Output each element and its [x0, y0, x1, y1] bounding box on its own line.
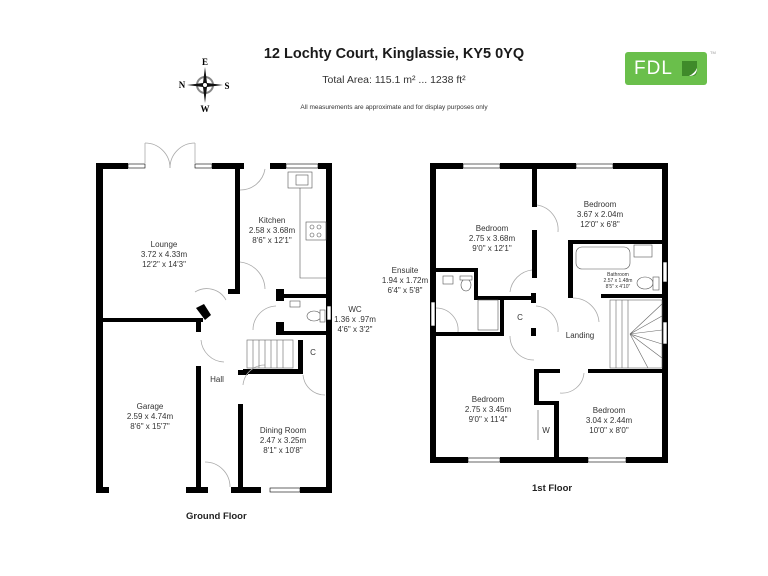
room-cupboard: C	[310, 348, 316, 357]
room-wardrobe: W	[542, 426, 550, 435]
room-bedroom-3: Bedroom 2.75 x 3.45m 9'0" x 11'4"	[464, 395, 512, 424]
room-bedroom-2: Bedroom 3.67 x 2.04m 12'0" x 6'8"	[576, 200, 624, 229]
room-landing: Landing	[565, 331, 595, 340]
compass-e: E	[202, 57, 208, 67]
room-bedroom-1: Bedroom 2.75 x 3.68m 9'0" x 12'1"	[468, 224, 516, 253]
disclaimer: All measurements are approximate and for…	[300, 104, 488, 111]
room-cupboard-1f: C	[517, 313, 523, 322]
room-lounge: Lounge 3.72 x 4.33m 12'2" x 14'3"	[140, 240, 188, 269]
room-wc: WC 1.36 x .97m 4'6" x 3'2"	[334, 305, 376, 334]
logo-text: FDL	[634, 57, 673, 79]
room-kitchen: Kitchen 2.58 x 3.68m 8'6" x 12'1"	[248, 216, 296, 245]
room-bedroom-4: Bedroom 3.04 x 2.44m 10'0" x 8'0"	[585, 406, 633, 435]
property-address-title: 12 Lochty Court, Kinglassie, KY5 0YQ	[263, 46, 525, 62]
room-hall: Hall	[210, 375, 224, 384]
total-area: Total Area: 115.1 m² ... 1238 ft²	[322, 74, 466, 86]
first-floor-label: 1st Floor	[532, 483, 573, 494]
ground-floor-label: Ground Floor	[186, 511, 247, 522]
leaf-icon	[682, 61, 697, 76]
room-ensuite: Ensuite 1.94 x 1.72m 6'4" x 5'8"	[381, 266, 429, 295]
compass-n: N	[179, 80, 186, 90]
trademark: TM	[710, 50, 716, 55]
compass-w: W	[201, 104, 210, 114]
room-bathroom: Bathroom 2.57 x 1.48m 8'5" x 4'10"	[603, 272, 633, 290]
compass-s: S	[224, 81, 229, 91]
room-dining: Dining Room 2.47 x 3.25m 8'1" x 10'8"	[259, 426, 307, 455]
compass-icon: E N S W	[179, 57, 230, 114]
room-garage: Garage 2.59 x 4.74m 8'6" x 15'7"	[126, 402, 174, 431]
fdl-logo: FDL	[625, 52, 707, 85]
